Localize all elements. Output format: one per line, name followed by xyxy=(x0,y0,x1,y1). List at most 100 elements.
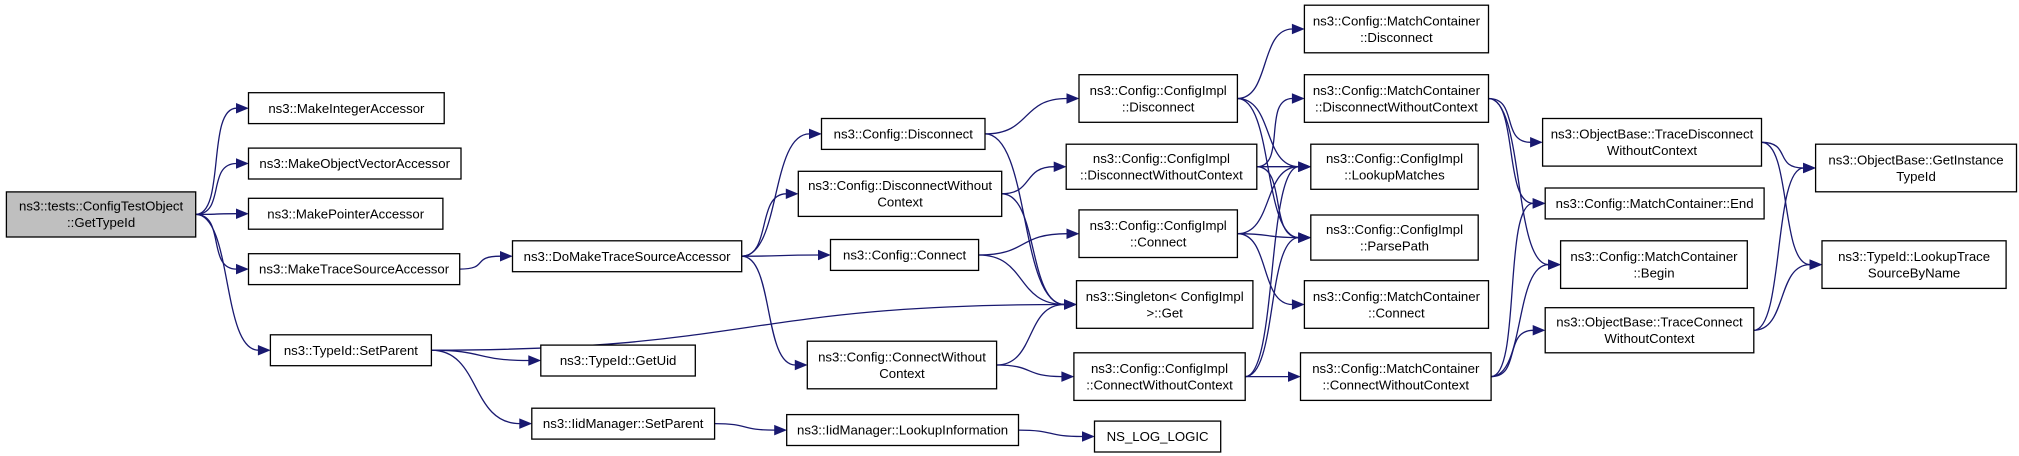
node-impldiscwc[interactable]: ns3::Config::ConfigImpl::DisconnectWitho… xyxy=(1065,143,1258,190)
node-box-nslog xyxy=(1093,420,1222,453)
arrowhead-cfgdisc-to-impldisc xyxy=(1066,93,1080,104)
edge-layer xyxy=(195,23,1823,442)
node-label-lookuptrace: SourceByName xyxy=(1868,266,1960,281)
node-box-obtdisc xyxy=(1541,117,1763,167)
node-label-impldiscwc: ::DisconnectWithoutContext xyxy=(1080,168,1243,183)
node-cfgconnwc[interactable]: ns3::Config::ConnectWithoutContext xyxy=(806,340,998,390)
arrowhead-implconnwc-to-lookupm xyxy=(1298,161,1312,172)
edge-impldisc-to-mcdisc xyxy=(1237,28,1293,100)
arrowhead-cfgconn-to-implconn xyxy=(1066,228,1080,239)
node-impldisc[interactable]: ns3::Config::ConfigImpl::Disconnect xyxy=(1078,74,1239,123)
node-box-obtconn xyxy=(1544,307,1755,354)
node-label-obgetinst: TypeId xyxy=(1896,169,1936,184)
node-box-mkint xyxy=(247,92,445,125)
node-label-mkptr: ns3::MakePointerAccessor xyxy=(267,206,424,221)
node-cfgdiscwc[interactable]: ns3::Config::DisconnectWithoutContext xyxy=(797,170,1003,218)
edge-cfgconnwc-to-implconnwc xyxy=(996,364,1062,378)
edge-root-to-mkint xyxy=(195,107,237,216)
node-label-domake: ns3::DoMakeTraceSourceAccessor xyxy=(524,249,732,264)
node-parsepath[interactable]: ns3::Config::ConfigImpl::ParsePath xyxy=(1310,214,1479,261)
node-label-mkint: ns3::MakeIntegerAccessor xyxy=(268,101,425,116)
node-root[interactable]: ns3::tests::ConfigTestObject::GetTypeId xyxy=(5,191,197,238)
node-box-mcbegin xyxy=(1559,240,1748,290)
edge-cfgdisc-to-impldisc xyxy=(984,97,1068,135)
node-box-parsepath xyxy=(1310,214,1479,261)
node-iidset[interactable]: ns3::IidManager::SetParent xyxy=(531,407,716,440)
node-domake[interactable]: ns3::DoMakeTraceSourceAccessor xyxy=(511,240,743,273)
arrowhead-mcconnwc-to-obtconn xyxy=(1532,325,1546,336)
node-label-mcdiscwc: ns3::Config::MatchContainer xyxy=(1313,83,1481,98)
arrowhead-mcdiscwc-to-obtdisc xyxy=(1530,137,1543,148)
node-box-implconnwc xyxy=(1073,352,1246,402)
node-label-lookuptrace: ns3::TypeId::LookupTrace xyxy=(1838,249,1990,264)
arrowhead-obtconn-to-lookuptrace xyxy=(1809,259,1823,270)
edge-cfgdiscwc-to-impldiscwc xyxy=(1001,166,1055,195)
node-cfgdisc[interactable]: ns3::Config::Disconnect xyxy=(820,117,986,151)
node-label-implconn: ::Connect xyxy=(1130,235,1187,250)
node-label-obtdisc: ns3::ObjectBase::TraceDisconnect xyxy=(1551,127,1754,142)
arrowhead-impldiscwc-to-mcdiscwc xyxy=(1291,93,1305,104)
edge-root-to-mkptr xyxy=(195,213,237,216)
node-mcdisc[interactable]: ns3::Config::MatchContainer::Disconnect xyxy=(1303,4,1490,54)
node-getuid[interactable]: ns3::TypeId::GetUid xyxy=(540,344,696,377)
node-label-mktrace: ns3::MakeTraceSourceAccessor xyxy=(259,262,450,277)
node-label-obtconn: ns3::ObjectBase::TraceConnect xyxy=(1556,315,1743,330)
node-box-cfgdiscwc xyxy=(797,170,1003,218)
arrowhead-root-to-mkobjvec xyxy=(236,158,249,169)
arrowhead-root-to-mkptr xyxy=(236,208,249,219)
edge-iidset-to-iidlookup xyxy=(714,422,775,431)
edge-implconn-to-parsepath xyxy=(1237,233,1299,239)
edge-mcdiscwc-to-mcbegin xyxy=(1488,97,1549,266)
node-mkint[interactable]: ns3::MakeIntegerAccessor xyxy=(247,92,445,125)
node-obtconn[interactable]: ns3::ObjectBase::TraceConnectWithoutCont… xyxy=(1544,307,1755,354)
arrowhead-setparent-to-iidset xyxy=(519,418,533,429)
node-iidlookup[interactable]: ns3::IidManager::LookupInformation xyxy=(786,413,1020,447)
node-label-implconn: ns3::Config::ConfigImpl xyxy=(1090,218,1227,233)
node-setparent[interactable]: ns3::TypeId::SetParent xyxy=(269,334,433,367)
node-mcend[interactable]: ns3::Config::MatchContainer::End xyxy=(1544,187,1765,220)
node-mkobjvec[interactable]: ns3::MakeObjectVectorAccessor xyxy=(247,147,462,180)
node-mktrace[interactable]: ns3::MakeTraceSourceAccessor xyxy=(247,253,461,286)
node-implconnwc[interactable]: ns3::Config::ConfigImpl::ConnectWithoutC… xyxy=(1073,352,1246,402)
node-box-domake xyxy=(511,240,743,273)
node-label-iidset: ns3::IidManager::SetParent xyxy=(543,416,704,431)
node-mcconnwc[interactable]: ns3::Config::MatchContainer::ConnectWith… xyxy=(1299,352,1492,402)
node-box-lookupm xyxy=(1310,143,1479,190)
node-implconn[interactable]: ns3::Config::ConfigImpl::Connect xyxy=(1078,209,1239,259)
node-label-impldisc: ns3::Config::ConfigImpl xyxy=(1090,83,1227,98)
node-singleton[interactable]: ns3::Singleton< ConfigImpl>::Get xyxy=(1075,280,1254,329)
node-box-implconn xyxy=(1078,209,1239,259)
node-obtdisc[interactable]: ns3::ObjectBase::TraceDisconnectWithoutC… xyxy=(1541,117,1763,167)
arrowhead-obtconn-to-obgetinst xyxy=(1803,162,1816,174)
node-label-mkobjvec: ns3::MakeObjectVectorAccessor xyxy=(259,156,450,171)
node-label-cfgdisc: ns3::Config::Disconnect xyxy=(834,127,974,142)
node-nslog[interactable]: NS_LOG_LOGIC xyxy=(1093,420,1222,453)
node-label-root: ::GetTypeId xyxy=(67,215,135,230)
node-label-parsepath: ns3::Config::ConfigImpl xyxy=(1326,222,1463,237)
node-box-getuid xyxy=(540,344,696,377)
node-label-parsepath: ::ParsePath xyxy=(1360,238,1429,253)
node-mcdiscwc[interactable]: ns3::Config::MatchContainer::DisconnectW… xyxy=(1303,74,1490,123)
node-mcconn[interactable]: ns3::Config::MatchContainer::Connect xyxy=(1303,280,1490,329)
node-label-implconnwc: ns3::Config::ConfigImpl xyxy=(1091,361,1228,376)
node-layer: ns3::tests::ConfigTestObject::GetTypeIdn… xyxy=(5,4,2018,453)
arrowhead-implconnwc-to-parsepath xyxy=(1298,232,1312,243)
edge-root-to-setparent xyxy=(195,213,259,351)
node-lookupm[interactable]: ns3::Config::ConfigImpl::LookupMatches xyxy=(1310,143,1479,190)
node-label-lookupm: ns3::Config::ConfigImpl xyxy=(1326,151,1463,166)
arrowhead-root-to-setparent xyxy=(257,344,271,356)
edge-mcconnwc-to-mcend xyxy=(1490,202,1534,378)
node-label-mcdiscwc: ::DisconnectWithoutContext xyxy=(1315,99,1478,114)
edge-domake-to-cfgdiscwc xyxy=(741,193,787,257)
node-box-mkptr xyxy=(247,197,444,230)
edge-obtconn-to-lookuptrace xyxy=(1753,263,1811,331)
edge-impldiscwc-to-mcdiscwc xyxy=(1256,97,1293,168)
node-mcbegin[interactable]: ns3::Config::MatchContainer::Begin xyxy=(1559,240,1748,290)
node-box-mkobjvec xyxy=(247,147,462,180)
node-mkptr[interactable]: ns3::MakePointerAccessor xyxy=(247,197,444,230)
node-cfgconn[interactable]: ns3::Config::Connect xyxy=(829,238,980,272)
arrowhead-root-to-mkint xyxy=(236,102,249,114)
edge-mcconnwc-to-mcbegin xyxy=(1491,263,1549,378)
